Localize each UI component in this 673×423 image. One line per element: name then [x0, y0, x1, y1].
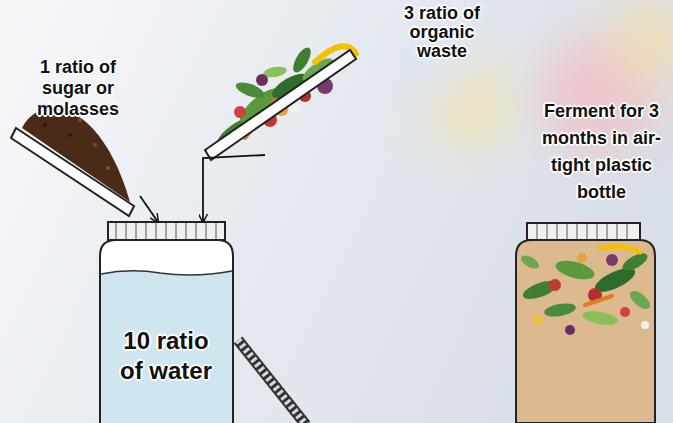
- fermenting-jar: [527, 223, 640, 240]
- jar-lid-ribs: [156, 223, 157, 239]
- water-jar: [101, 271, 232, 423]
- jar-contents: [627, 288, 653, 313]
- tray: [205, 50, 356, 160]
- stirring-stick: [238, 340, 306, 423]
- jar-lid-ribs: [126, 223, 127, 239]
- sugar-heap: [93, 143, 97, 147]
- sugar-input: 1 ratio of sugar or molasses: [15, 55, 140, 200]
- jar-lid-ribs: [617, 224, 618, 239]
- jar-contents: [519, 253, 541, 272]
- fermenting-jar: [516, 223, 655, 423]
- flow-arrow: [140, 196, 158, 222]
- tray: [205, 50, 356, 160]
- jar-contents: [641, 321, 649, 329]
- jar-lid-ribs: [607, 224, 608, 239]
- jar-lid-ribs: [176, 223, 177, 239]
- water-jar: [101, 271, 232, 275]
- jar-contents: [581, 309, 619, 327]
- jar-lid-ribs: [577, 224, 578, 239]
- jar-lid-ribs: [186, 223, 187, 239]
- node-label: 3 ratio of organic waste: [387, 4, 497, 61]
- node-label: 1 ratio of sugar or molasses: [23, 57, 133, 120]
- jar-lid-ribs: [537, 224, 627, 239]
- jar-contents: [549, 279, 561, 291]
- stirring-stick: [238, 340, 306, 423]
- jar-lid-ribs: [627, 224, 628, 239]
- jar-contents: [600, 247, 640, 252]
- water-jar: [108, 222, 225, 240]
- jar-lid-ribs: [116, 223, 216, 239]
- jar-contents: [519, 247, 653, 335]
- jar-contents: [620, 250, 650, 274]
- background-blur: [610, 0, 673, 80]
- jar-lid-ribs: [116, 223, 117, 239]
- node-label: 10 ratio of water: [116, 326, 216, 386]
- jar-contents: [577, 253, 587, 263]
- jar-contents: [585, 296, 612, 305]
- jar-contents: [543, 301, 577, 318]
- jar-lid-ribs: [547, 224, 548, 239]
- jar-contents: [606, 254, 618, 266]
- jar-lid-ribs: [136, 223, 137, 239]
- jar-contents: [565, 325, 575, 335]
- jar-lid-ribs: [196, 223, 197, 239]
- jar-lid-ribs: [146, 223, 147, 239]
- jar-contents: [533, 315, 543, 325]
- organic-waste: [256, 74, 268, 86]
- node-label: Ferment for 3 months in air-tight plasti…: [530, 98, 673, 206]
- jar-lid-ribs: [537, 224, 538, 239]
- jar-lid-ribs: [557, 224, 558, 239]
- jar-lid-ribs: [166, 223, 167, 239]
- sugar-heap: [106, 166, 110, 170]
- jar-lid-ribs: [597, 224, 598, 239]
- sugar-heap: [68, 133, 72, 137]
- jar-lid-ribs: [206, 223, 207, 239]
- organic-waste: [290, 45, 314, 75]
- jar-contents: [554, 257, 597, 283]
- scoop: [11, 128, 134, 216]
- jar-contents: [620, 307, 630, 317]
- water-jar-box: 10 ratio of water: [98, 222, 235, 423]
- scoop: [11, 128, 134, 216]
- organic-waste: [234, 106, 246, 118]
- fermenting-jar: [516, 240, 655, 423]
- ferment-jar-box: Ferment for 3 months in air-tight plasti…: [530, 98, 673, 423]
- jar-lid-ribs: [567, 224, 568, 239]
- water-jar: [100, 222, 233, 423]
- jar-lid-ribs: [587, 224, 588, 239]
- flow-arrow: [203, 155, 265, 222]
- sugar-heap: [43, 123, 47, 127]
- water-jar: [100, 240, 233, 423]
- jar-lid-ribs: [216, 223, 217, 239]
- stirring-stick: [238, 340, 306, 423]
- waste-input: 3 ratio of organic waste: [205, 0, 535, 155]
